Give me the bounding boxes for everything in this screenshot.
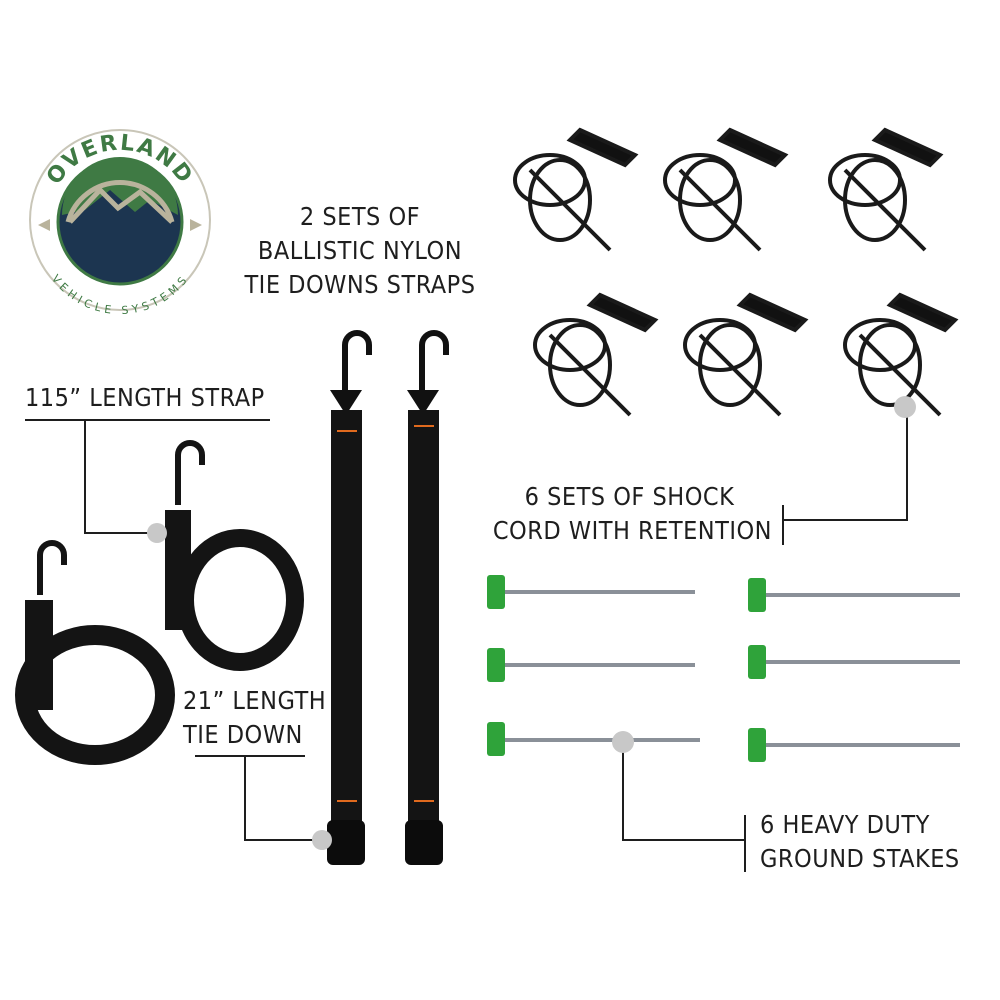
short-tie-down-straps [327, 330, 449, 865]
straps-heading: 2 SETS OF BALLISTIC NYLON TIE DOWNS STRA… [244, 202, 476, 299]
callout-lines [25, 410, 908, 872]
overland-logo: OVERLAND VEHICLE SYSTEMS [29, 129, 211, 317]
long-coiled-straps [15, 440, 304, 765]
callout-dots [147, 396, 916, 850]
long-strap-label: 115” LENGTH STRAP [25, 383, 265, 412]
stakes-label: 6 HEAVY DUTY GROUND STAKES [760, 810, 960, 873]
shock-cord-label: 6 SETS OF SHOCK CORD WITH RETENTION [492, 482, 772, 545]
shock-cords [513, 127, 959, 417]
ground-stakes [487, 575, 960, 762]
short-strap-label: 21” LENGTH TIE DOWN [183, 686, 327, 749]
